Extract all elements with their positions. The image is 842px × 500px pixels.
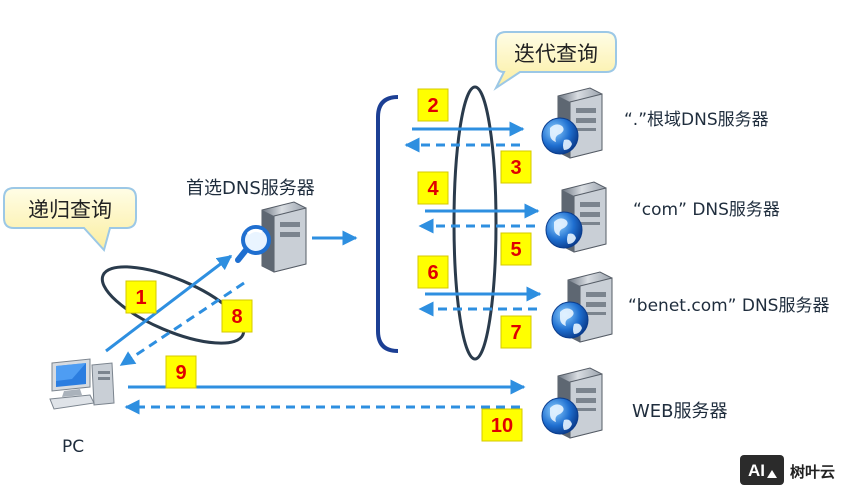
pc-label: PC: [62, 437, 84, 457]
root-dns-server-icon: [541, 87, 603, 159]
step-2: 2: [417, 88, 449, 122]
benet-dns-label: “benet.com” DNS服务器: [628, 296, 829, 316]
step-5-number: 5: [510, 239, 521, 261]
step-7-number: 7: [510, 322, 521, 344]
step-2-number: 2: [427, 95, 438, 117]
step-6-number: 6: [427, 262, 438, 284]
iterative-query-label: 迭代查询: [514, 42, 598, 66]
preferred-dns-label: 首选DNS服务器: [186, 178, 315, 199]
step-6: 6: [417, 255, 449, 289]
watermark-logo-text: AI: [748, 461, 765, 480]
recursive-query-callout: 递归查询: [3, 187, 137, 253]
root-dns-label: “.”根域DNS服务器: [624, 110, 769, 130]
preferred-dns-server-icon: [238, 202, 306, 272]
com-dns-label: “com” DNS服务器: [633, 200, 780, 220]
arrow-dns-to-pc: [119, 281, 245, 367]
watermark: AI 树叶云: [740, 455, 835, 485]
recursive-query-label: 递归查询: [28, 198, 112, 222]
step-1-number: 1: [135, 287, 146, 309]
step-8: 8: [221, 299, 253, 333]
step-9-number: 9: [175, 362, 186, 384]
step-8-number: 8: [231, 306, 242, 328]
step-3: 3: [500, 150, 532, 184]
iterative-bracket: [376, 95, 399, 353]
iterative-ellipse: [452, 85, 498, 361]
step-10-number: 10: [491, 415, 513, 437]
com-dns-server-icon: [545, 181, 607, 253]
iterative-query-callout: 迭代查询: [493, 31, 617, 91]
step-1: 1: [125, 280, 157, 314]
step-9: 9: [165, 355, 197, 389]
step-10: 10: [481, 408, 523, 442]
watermark-site: 树叶云: [790, 463, 835, 481]
benet-dns-server-icon: [551, 271, 613, 343]
pc-icon: [49, 358, 115, 410]
arrow-pc-to-dns: [105, 254, 233, 353]
step-4: 4: [417, 171, 449, 205]
web-server-label: WEB服务器: [632, 401, 728, 422]
web-server-icon: [541, 367, 603, 439]
step-4-number: 4: [427, 178, 439, 200]
recursive-ellipse: [100, 265, 246, 345]
step-5: 5: [500, 232, 532, 266]
step-3-number: 3: [510, 157, 521, 179]
step-7: 7: [500, 315, 532, 349]
